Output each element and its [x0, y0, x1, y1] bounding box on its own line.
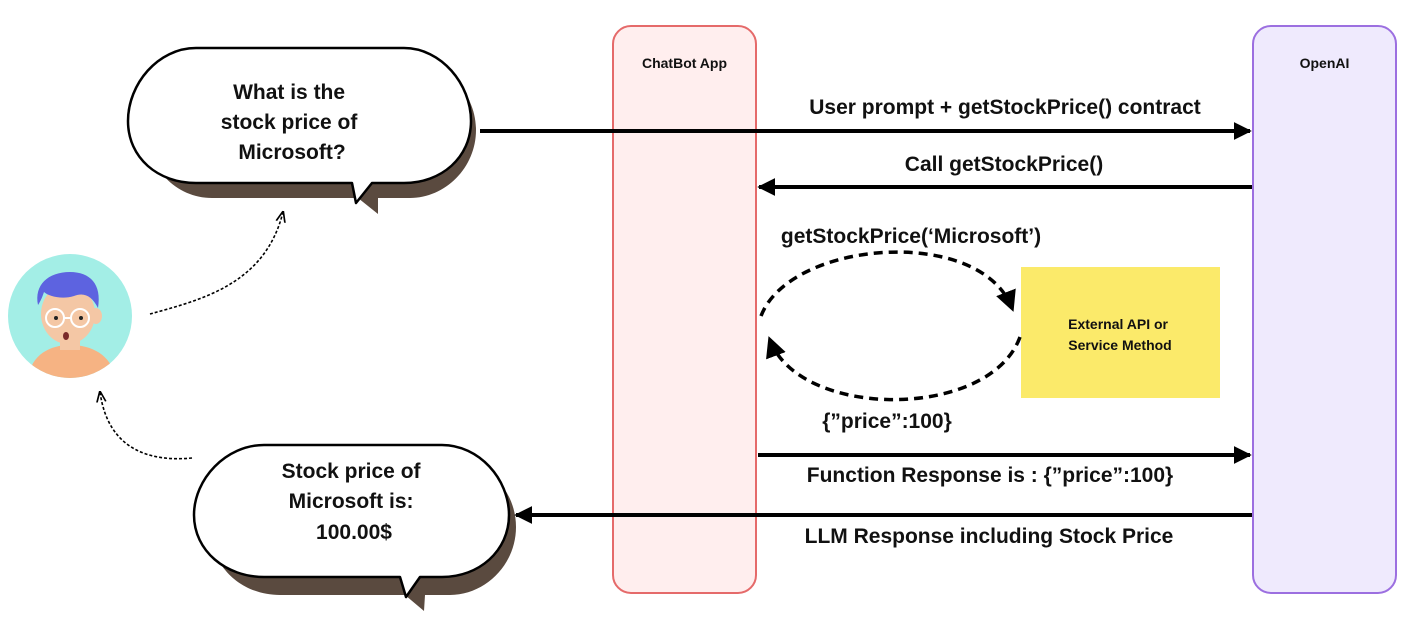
answer-bubble: Stock price of Microsoft is: 100.00$: [192, 443, 516, 611]
external-api-label: External API or Service Method: [1068, 316, 1172, 353]
answer-text: Stock price of Microsoft is: 100.00$: [282, 460, 427, 544]
openai-lane: OpenAI: [1252, 25, 1397, 594]
price-return-arrow: [766, 336, 1022, 402]
llm-response-label: LLM Response including Stock Price: [805, 525, 1174, 548]
user-avatar: [8, 254, 132, 378]
openai-lane-title: OpenAI: [1300, 55, 1350, 71]
answer-to-avatar-arrow: [100, 392, 193, 460]
price-return-label: {”price”:100}: [822, 410, 952, 433]
question-text: What is the stock price of Microsoft?: [221, 81, 363, 164]
get-stock-price-call-label: getStockPrice(‘Microsoft’): [781, 225, 1041, 248]
call-label: Call getStockPrice(): [905, 153, 1103, 176]
chatbot-lane-title: ChatBot App: [642, 55, 727, 71]
get-stock-price-call-arrow: [759, 250, 1016, 317]
user-prompt-label: User prompt + getStockPrice() contract: [809, 96, 1201, 119]
chatbot-lane: ChatBot App: [612, 25, 757, 594]
avatar-to-question-arrow: [149, 212, 283, 315]
external-api-box: External API or Service Method: [1021, 267, 1220, 398]
question-bubble: What is the stock price of Microsoft?: [126, 46, 476, 214]
function-response-label: Function Response is : {”price”:100}: [807, 464, 1173, 487]
